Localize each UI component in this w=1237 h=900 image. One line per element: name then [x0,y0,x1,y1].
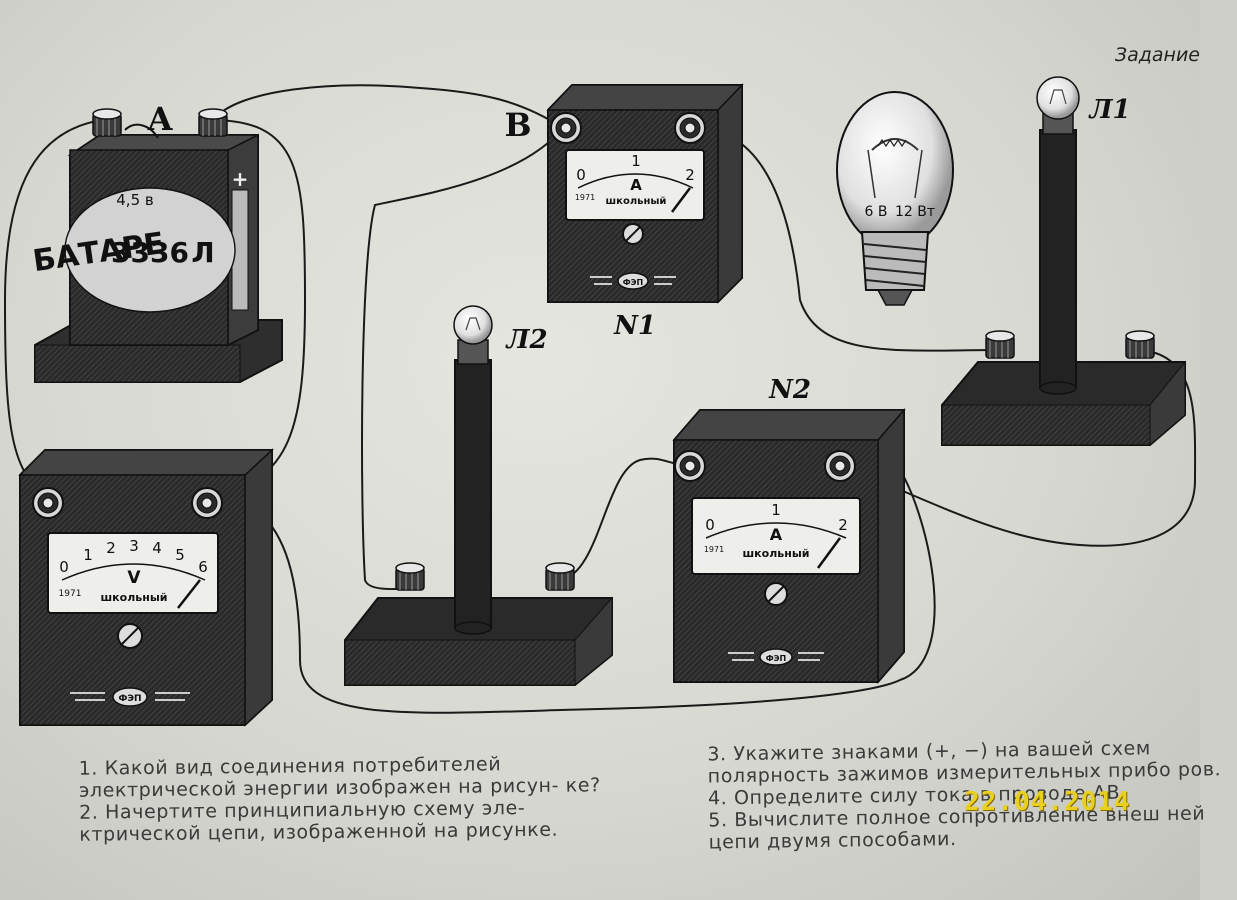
question-2: 2. Начертите принципиальную схему эле- к… [79,797,559,846]
battery-label-right: Л [191,236,214,269]
voltmeter-tick-0: 0 [59,558,69,576]
n2-brand: школьный [743,547,810,560]
voltmeter-year: 1971 [59,589,82,599]
circuit-figure: + 4,5 в БАТАРЕ 3336 Л A 0 1 2 3 [3,76,1197,727]
bulb-rating-power: 12 Вт [895,204,935,220]
wire-a-b [214,84,564,129]
task-header: Задание [1114,44,1200,66]
voltmeter: 0 1 2 3 4 5 6 V 1971 школьный ФЭП [18,448,274,727]
question-5: 5. Вычислите полное сопротивление внеш н… [708,802,1206,854]
wire-battery-voltmeter-left [3,119,103,496]
battery-voltage: 4,5 в [116,191,153,209]
lamp-l2-label: Л2 [504,325,547,355]
ammeter-n1: 0 1 2 A 1971 школьный ФЭП [546,83,744,304]
n1-tick-0: 0 [576,166,586,184]
n2-unit: A [770,525,783,544]
wire-lamp2-n2 [559,457,691,581]
wire-n1-lamp1 [689,126,1001,352]
wire-b-lamp2 [361,127,564,590]
photo-date-stamp: 22.04.2014 [964,787,1131,817]
voltmeter-brand: школьный [101,591,168,604]
battery-model: 3336 [111,236,189,269]
meter-n2-label: N2 [768,375,811,405]
battery: + 4,5 в БАТАРЕ 3336 Л [31,108,283,383]
voltmeter-tick-1: 1 [83,546,93,564]
node-b-label: B [504,106,531,144]
n2-maker: ФЭП [766,654,787,663]
lamp-l1-bulb [1036,76,1080,120]
n2-needle [816,537,842,569]
wires [3,84,1197,714]
n2-year: 1971 [704,545,724,554]
wire-voltmeter-n2-bottom [214,461,936,714]
voltmeter-needle [177,579,201,609]
n1-tick-1: 1 [631,152,641,170]
wire-lamp1-right-out [839,349,1197,547]
node-a-label: A [147,100,174,138]
voltmeter-tick-5: 5 [175,546,185,564]
questions-left-column: 1. Какой вид соединения потребителей эле… [47,752,628,846]
n2-tick-0: 0 [705,516,715,534]
question-3: 3. Укажите знаками (+, −) на вашей схем … [707,737,1222,788]
voltmeter-maker-badge: ФЭП [70,687,190,707]
lamp-stand-l2 [344,305,613,687]
voltmeter-maker: ФЭП [118,694,141,704]
ammeter-n2: 0 1 2 A 1971 школьный ФЭП [672,407,906,685]
battery-plus-sign: + [232,167,249,191]
voltmeter-unit: V [127,568,141,588]
voltmeter-scale: 0 1 2 3 4 5 6 [59,537,208,576]
questions-right-column: 3. Укажите знаками (+, −) на вашей схем … [675,736,1236,854]
lamp-l2-bulb [453,305,493,345]
lamp-stand-l1 [941,76,1186,447]
n2-tick-2: 2 [838,516,848,534]
n1-needle [671,187,691,213]
meter-n1-label: N1 [613,311,656,341]
lamp-l1-label: Л1 [1087,95,1130,125]
voltmeter-tick-6: 6 [198,558,208,576]
n1-unit: A [630,176,642,194]
n1-year: 1971 [575,193,595,202]
n1-tick-2: 2 [685,166,695,184]
question-1: 1. Какой вид соединения потребителей эле… [78,753,601,802]
n1-maker: ФЭП [623,278,644,287]
voltmeter-tick-4: 4 [152,539,162,557]
standalone-bulb: 6 В 12 Вт [836,91,954,306]
n2-tick-1: 1 [771,501,781,519]
voltmeter-tick-2: 2 [106,539,116,557]
bulb-rating-voltage: 6 В [865,204,888,220]
n1-brand: школьный [606,196,667,207]
voltmeter-tick-3: 3 [129,537,139,555]
